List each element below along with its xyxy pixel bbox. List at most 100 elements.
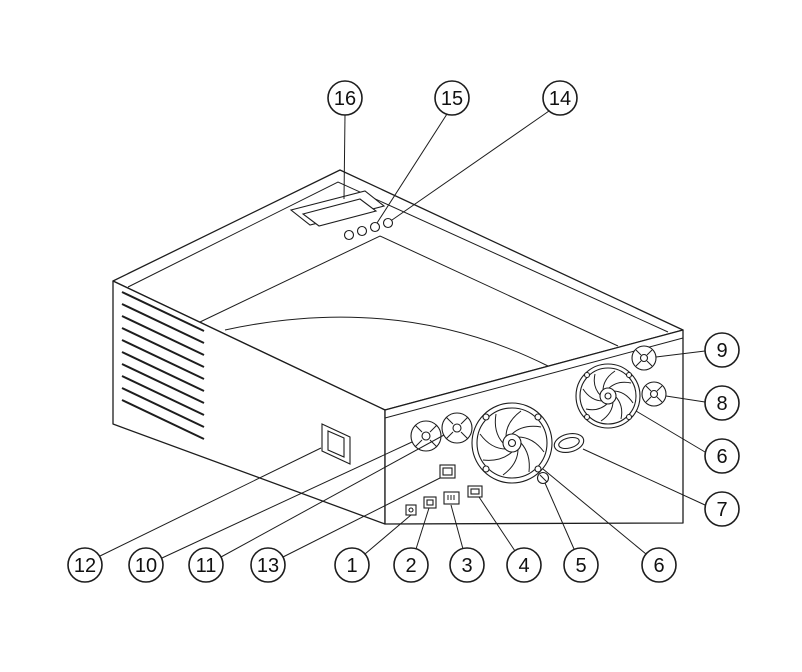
- gland-spoke: [460, 431, 469, 440]
- port-4: [467, 485, 483, 498]
- button: [356, 225, 368, 237]
- leader-line: [376, 113, 448, 224]
- louver-slat: [121, 327, 205, 368]
- callout-number: 6: [653, 555, 664, 577]
- cable-gland-left-2: [441, 412, 473, 444]
- callout-number: 9: [716, 340, 727, 362]
- main-fan: [471, 402, 553, 484]
- leader-line: [391, 110, 550, 221]
- callouts: 16 15 14 9 8 6: [67, 80, 740, 583]
- control-buttons: [343, 217, 394, 241]
- cable-gland-right-top: [631, 345, 657, 371]
- fan-hub-center: [507, 438, 517, 448]
- fan-blade: [511, 425, 542, 435]
- screw-hole: [482, 465, 490, 473]
- louver-slat: [121, 399, 205, 440]
- fan-blade: [517, 436, 545, 453]
- button: [343, 229, 355, 241]
- gland-spoke: [635, 360, 642, 367]
- callout-number: 4: [518, 555, 529, 577]
- port-outline: [405, 504, 417, 516]
- lcd-display: [289, 190, 386, 227]
- fan-blade: [505, 410, 522, 438]
- callout-number: 15: [441, 88, 463, 110]
- callout-circle: [250, 547, 286, 583]
- leader-line: [478, 496, 516, 552]
- gland-spoke: [414, 439, 423, 448]
- leader-line: [665, 395, 706, 403]
- callout-circle: [128, 547, 164, 583]
- gland-spoke: [445, 431, 454, 440]
- screw-hole: [583, 413, 591, 421]
- port-inner: [442, 467, 453, 476]
- top-face-inner-edge: [127, 181, 669, 333]
- callout-circle: [704, 385, 740, 421]
- top-face-step-line: [199, 235, 619, 347]
- callout-16: 16: [327, 80, 363, 200]
- callout-circle: [393, 547, 429, 583]
- port-inner: [470, 488, 480, 495]
- callout-number: 1: [346, 555, 357, 577]
- fan-hub-center: [604, 392, 612, 400]
- right-fan: [575, 363, 641, 429]
- leader-line: [343, 114, 346, 200]
- screw-slot: [539, 474, 548, 483]
- display-screen: [301, 198, 378, 227]
- screw-hole: [583, 371, 591, 379]
- fan-blade: [482, 451, 513, 461]
- callout-circle: [704, 332, 740, 368]
- callout-2: 2: [393, 507, 430, 583]
- callout-number: 3: [461, 555, 472, 577]
- callout-12: 12: [67, 447, 322, 583]
- callout-7: 7: [582, 448, 740, 527]
- leader-line: [544, 482, 575, 550]
- gland-spoke: [635, 349, 642, 356]
- callout-number: 10: [135, 555, 157, 577]
- device-body: [112, 169, 684, 525]
- callout-number: 6: [716, 446, 727, 468]
- screw-hole: [482, 413, 490, 421]
- leader-line: [415, 507, 430, 550]
- louver-slat: [121, 303, 205, 344]
- louver-slat: [121, 339, 205, 380]
- leader-line: [542, 468, 647, 555]
- gland-spoke: [460, 416, 469, 425]
- callout-circle: [542, 80, 578, 116]
- gland-hub: [421, 431, 431, 441]
- callout-circle: [641, 547, 677, 583]
- callout-1: 1: [334, 514, 412, 583]
- callout-10: 10: [128, 441, 413, 583]
- button: [369, 221, 381, 233]
- callout-11: 11: [188, 434, 445, 583]
- louver-slat: [121, 291, 205, 332]
- port-outline: [467, 485, 483, 498]
- power-switch: [321, 423, 351, 465]
- callout-4: 4: [478, 496, 542, 583]
- gland-spoke: [429, 439, 438, 448]
- callout-circle: [704, 438, 740, 474]
- gland-spoke: [645, 385, 652, 392]
- port-1: [405, 504, 417, 516]
- callout-number: 2: [405, 555, 416, 577]
- gland-spoke: [429, 424, 438, 433]
- leader-line: [582, 448, 706, 506]
- leader-line: [99, 447, 322, 557]
- fan-blades: [479, 410, 545, 476]
- louver-slat: [121, 315, 205, 356]
- top-face-curve-seam: [224, 316, 549, 367]
- gland-hub: [649, 389, 659, 399]
- callout-circle: [704, 491, 740, 527]
- callout-number: 8: [716, 393, 727, 415]
- port-inner: [408, 507, 414, 513]
- ground-screw: [536, 471, 550, 485]
- port-outline: [423, 496, 437, 509]
- callout-6-main-fan: 6: [542, 468, 677, 583]
- callout-5: 5: [544, 482, 599, 583]
- louver-slat: [121, 387, 205, 428]
- cable-gland-left-1: [410, 420, 442, 452]
- callout-circle: [506, 547, 542, 583]
- callout-number: 5: [575, 555, 586, 577]
- port-inner: [426, 499, 434, 506]
